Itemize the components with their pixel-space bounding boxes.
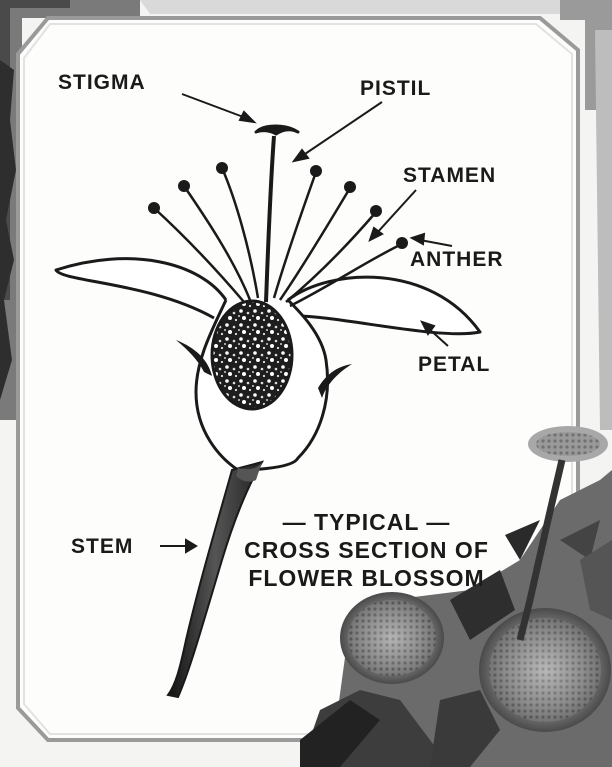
stigma-label: STIGMA (58, 72, 146, 93)
caption-line-2: CROSS SECTION OF (214, 536, 519, 564)
caption-line-3: FLOWER BLOSSOM (214, 564, 519, 592)
stem-label: STEM (71, 536, 133, 557)
stamen-label: STAMEN (403, 165, 496, 186)
pistil-label: PISTIL (360, 78, 431, 99)
anther-label: ANTHER (410, 249, 504, 270)
diagram-caption: — TYPICAL — CROSS SECTION OF FLOWER BLOS… (214, 508, 519, 592)
petal-label: PETAL (418, 354, 490, 375)
ovary (212, 301, 292, 409)
caption-line-1: — TYPICAL — (214, 508, 519, 536)
